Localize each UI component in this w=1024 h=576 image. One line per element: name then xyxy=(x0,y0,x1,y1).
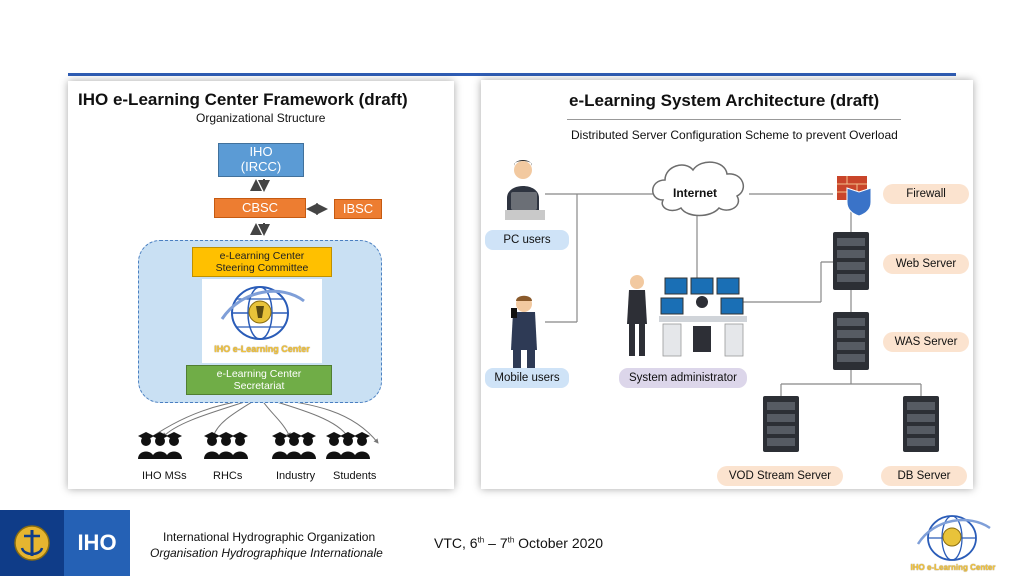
cbsc-label: CBSC xyxy=(241,199,279,215)
mobile-users-label: Mobile users xyxy=(485,368,569,388)
iho-ircc-box: IHO (IRCC) xyxy=(218,143,304,177)
globe-emblem-icon xyxy=(220,286,305,340)
vtc-post: October 2020 xyxy=(514,535,604,551)
internet-label: Internet xyxy=(673,186,718,200)
pc-user-figure-icon xyxy=(505,160,545,220)
arch-title-rule xyxy=(567,119,901,120)
iho-footer-text: IHO xyxy=(77,530,117,555)
system-architecture-panel: e-Learning System Architecture (draft) D… xyxy=(481,80,973,489)
steering-line1: e-Learning Center xyxy=(219,249,305,262)
network-links xyxy=(545,193,922,396)
was-server-label: WAS Server xyxy=(883,332,969,352)
ibsc-label: IBSC xyxy=(342,200,374,216)
firewall-label: Firewall xyxy=(883,184,969,204)
admin-workstations-icon xyxy=(659,277,747,357)
arch-title: e-Learning System Architecture (draft) xyxy=(569,91,880,110)
secretariat-line2: Secretariat xyxy=(233,380,285,392)
footer-logo-caption: IHO e-Learning Center xyxy=(910,563,996,572)
iho-footer-logo: IHO xyxy=(0,510,130,576)
vtc-sup2: th xyxy=(507,535,515,545)
elearning-center-logo: IHO e-Learning Center xyxy=(202,279,322,363)
org-subtitle: Organizational Structure xyxy=(196,111,326,125)
secretariat-box: e-Learning Center Secretariat xyxy=(186,365,332,395)
cbsc-steering-arrows xyxy=(250,223,270,236)
grad-group-iho-msss-icon xyxy=(138,432,182,459)
network-diagram xyxy=(505,160,939,452)
vtc-sup1: th xyxy=(477,535,485,545)
web-server-rack-icon xyxy=(833,232,869,290)
logo-caption: IHO e-Learning Center xyxy=(214,344,310,354)
steering-line2: Steering Committee xyxy=(215,262,309,274)
group-label-students: Students xyxy=(333,470,377,482)
web-server-label: Web Server xyxy=(883,254,969,274)
arch-subtitle: Distributed Server Configuration Scheme … xyxy=(571,128,898,142)
group-label-iho-mss: IHO MSs xyxy=(142,470,187,482)
cbsc-box: CBSC xyxy=(214,198,306,218)
pc-users-label: PC users xyxy=(485,230,569,250)
event-date: VTC, 6th – 7th October 2020 xyxy=(434,535,603,551)
firewall-icon xyxy=(837,176,872,217)
iho-anchor-emblem-icon xyxy=(0,510,64,576)
secretariat-line1: e-Learning Center xyxy=(216,367,302,380)
org-name-english: International Hydrographic Organization xyxy=(163,530,376,544)
org-structure-panel: IHO e-Learning Center Framework (draft) … xyxy=(68,81,454,489)
system-administrator-figure-icon xyxy=(627,275,647,356)
vtc-mid: – 7 xyxy=(484,535,508,551)
steering-committee-box: e-Learning Center Steering Committee xyxy=(192,247,332,277)
iho-label: IHO xyxy=(249,144,273,160)
org-name-french: Organisation Hydrographique Internationa… xyxy=(150,546,383,560)
db-server-rack-icon xyxy=(903,396,939,452)
footer-elearning-logo: IHO e-Learning Center xyxy=(904,510,1002,576)
graduate-groups xyxy=(138,432,370,459)
vod-stream-server-label: VOD Stream Server xyxy=(717,466,843,486)
system-administrator-label: System administrator xyxy=(619,368,747,388)
footer-globe-emblem-icon xyxy=(916,515,991,561)
ibsc-box: IBSC xyxy=(334,199,382,219)
ircc-label: (IRCC) xyxy=(240,159,282,174)
group-label-industry: Industry xyxy=(276,470,316,482)
grad-group-students-icon xyxy=(326,432,370,459)
iho-cbsc-arrows xyxy=(250,179,270,192)
grad-group-rhcs-icon xyxy=(204,432,248,459)
grad-group-industry-icon xyxy=(272,432,316,459)
vtc-pre: VTC, 6 xyxy=(434,535,478,551)
mobile-user-figure-icon xyxy=(511,295,537,372)
footer: IHO International Hydrographic Organizat… xyxy=(0,510,1024,576)
db-server-label: DB Server xyxy=(881,466,967,486)
group-label-rhcs: RHCs xyxy=(213,470,243,482)
internet-cloud-icon xyxy=(652,161,745,217)
top-rule xyxy=(68,73,956,76)
was-server-rack-icon xyxy=(833,312,869,370)
vod-server-rack-icon xyxy=(763,396,799,452)
org-title: IHO e-Learning Center Framework (draft) xyxy=(78,90,408,109)
